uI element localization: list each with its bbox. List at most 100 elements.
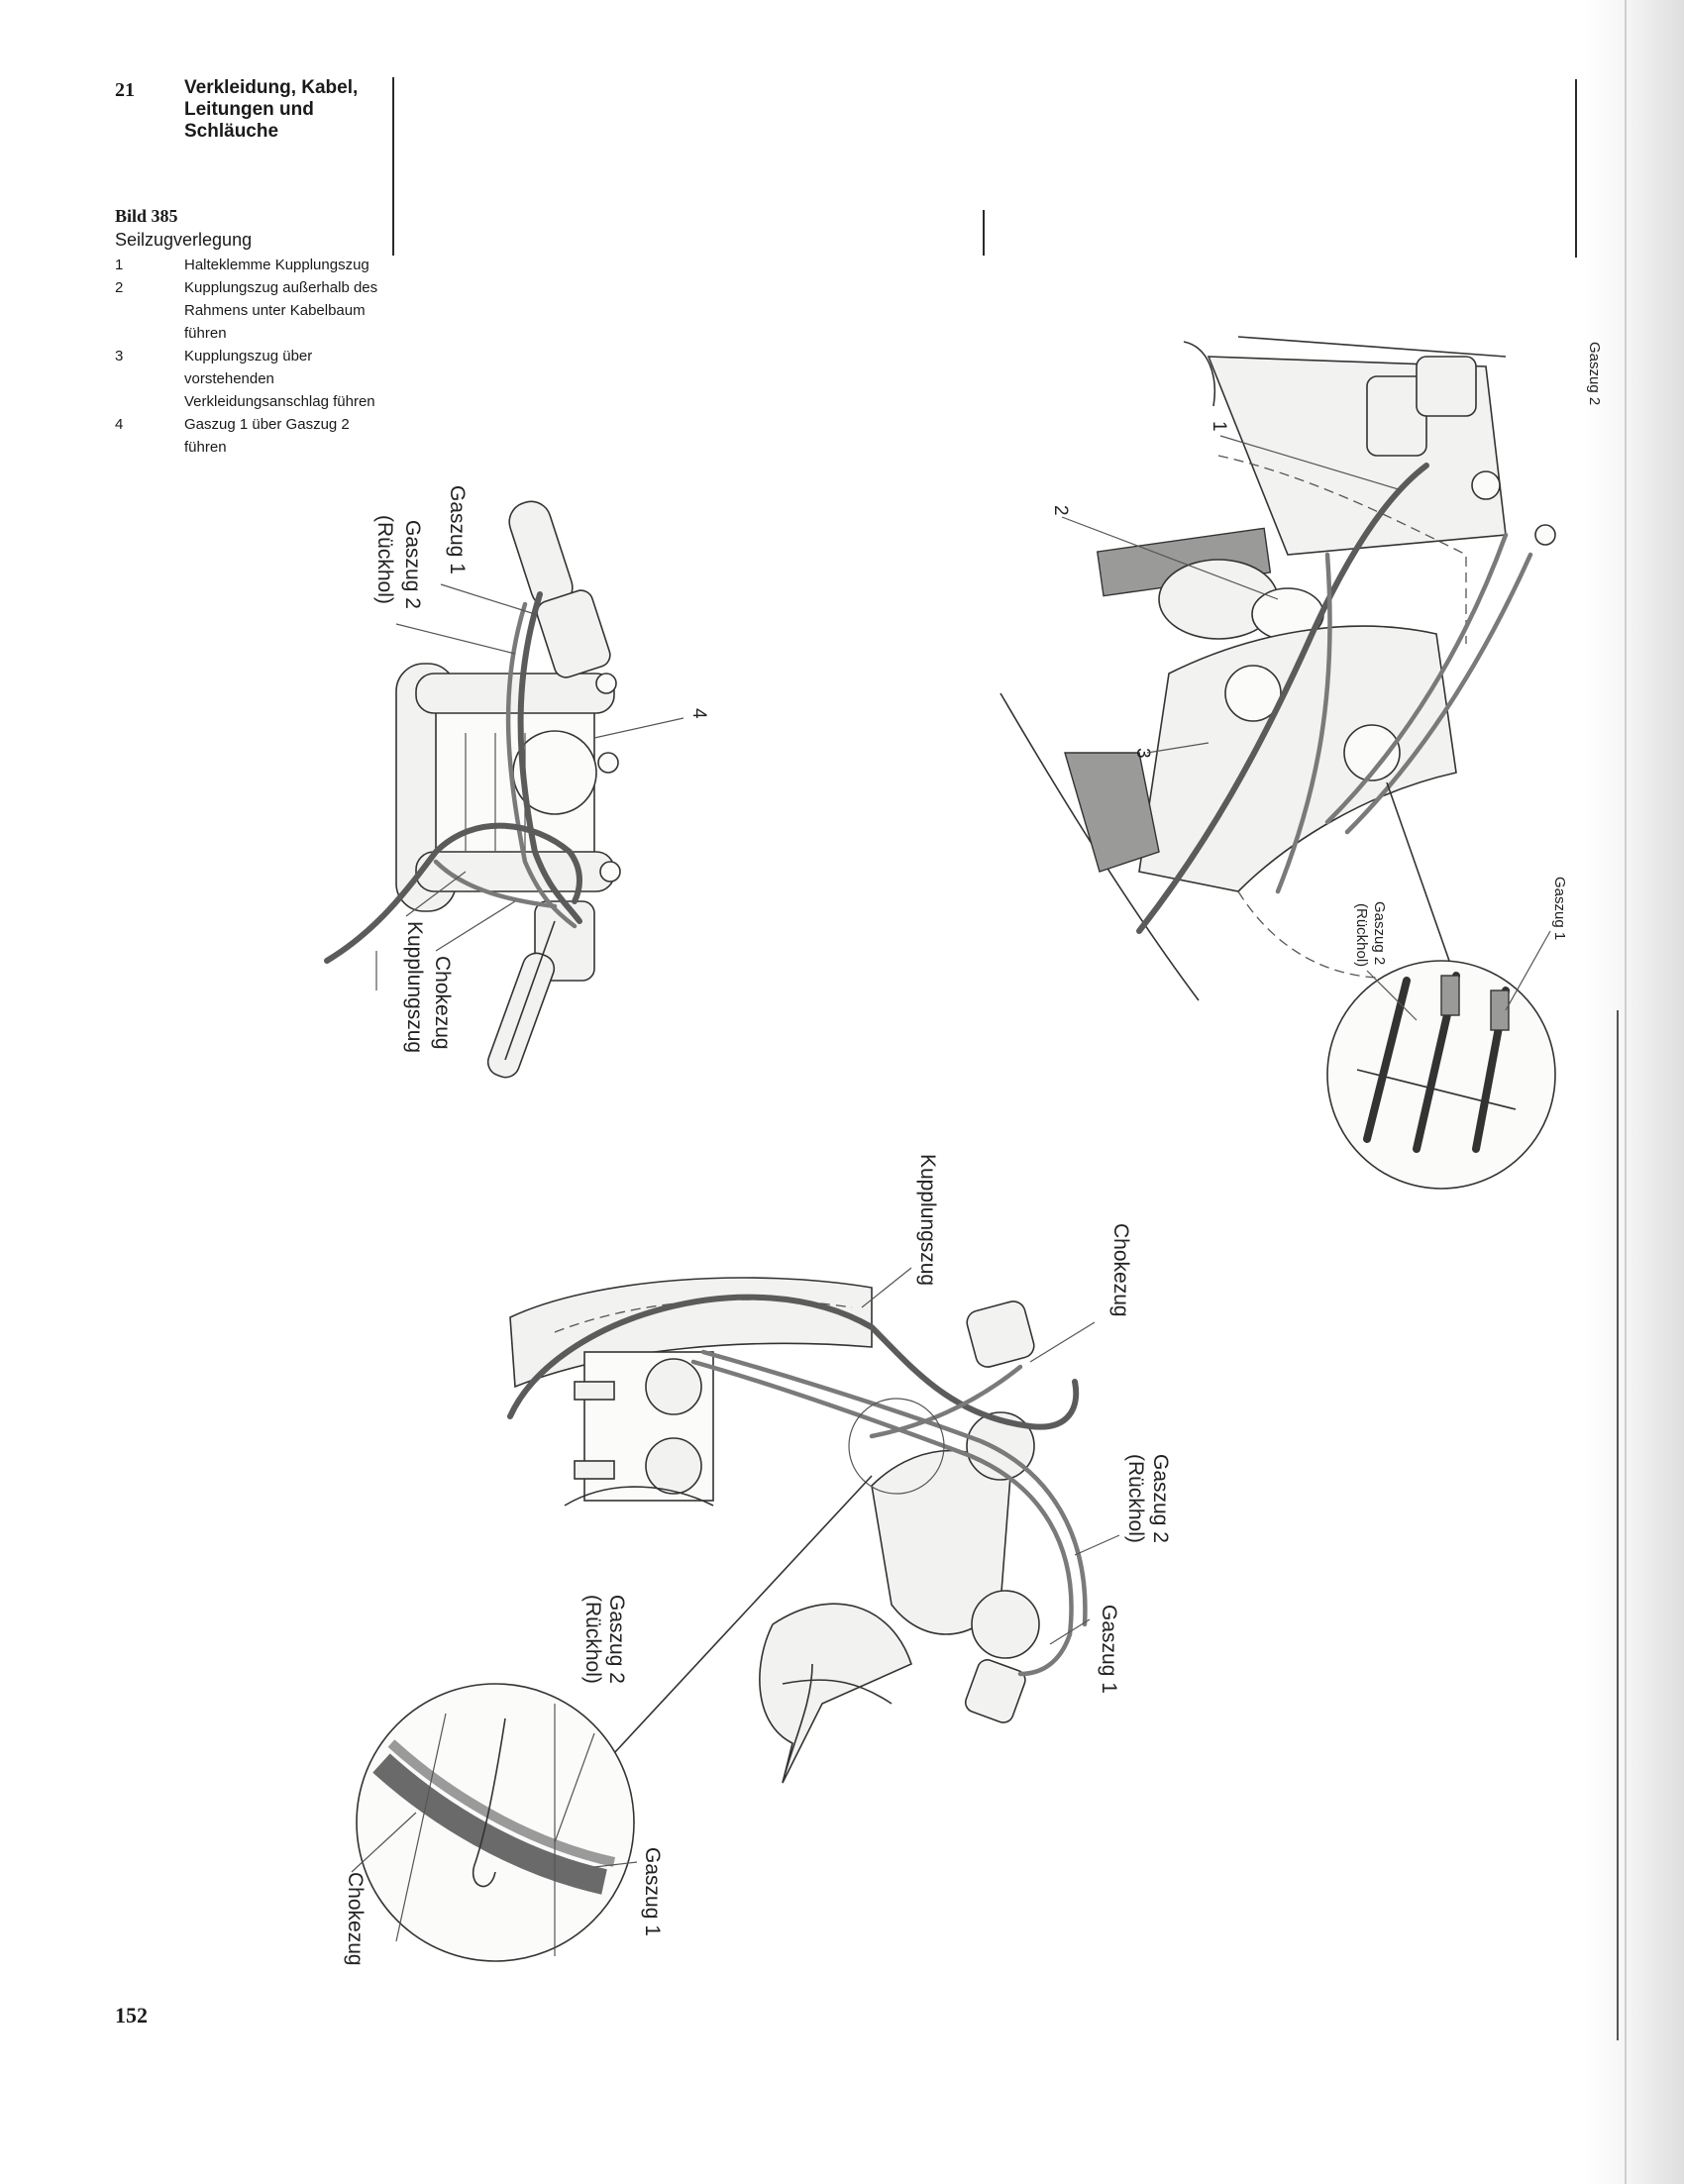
- legend-text: Halteklemme Kupplungszug: [184, 257, 369, 273]
- kupplungszug-cable-frame: [1136, 463, 1429, 934]
- kupplungszug-cable: [324, 822, 582, 964]
- leader-line: [1049, 1618, 1091, 1645]
- label-gaszug-1-detail: Gaszug 1: [1551, 877, 1568, 940]
- leader-line: [1074, 1534, 1120, 1556]
- leader-line: [1505, 930, 1551, 1011]
- throttle-assembly-drawing: Gaszug 1 Gaszug 2 (Rückhol) 4 Chokezug K…: [324, 485, 709, 1079]
- chokezug-cable-bottom: [869, 1364, 1023, 1439]
- frame-hole: [1224, 665, 1282, 722]
- bolt: [597, 752, 619, 774]
- carb-bore: [645, 1358, 702, 1415]
- callout-2: 2: [1050, 505, 1071, 516]
- label-gaszug-2-detail-bottom: Gaszug 2: [605, 1595, 628, 1684]
- choke-knob: [966, 1300, 1035, 1368]
- page-number: 152: [115, 2003, 148, 2028]
- label-gaszug-2-top: Gaszug 2: [1586, 342, 1603, 405]
- label-kupplungszug: Kupplungszug: [403, 921, 426, 1053]
- frame-side-panel: [1138, 625, 1457, 892]
- throttle-housing: [536, 589, 611, 678]
- figure-title: Bild 385: [115, 206, 178, 226]
- detail-cable: [1363, 977, 1411, 1143]
- legend-item: 2 Kupplungszug außerhalb des Rahmens unt…: [115, 276, 382, 345]
- hidden-edge: [1237, 890, 1437, 979]
- legend-text: Kupplungszug außerhalb des Rahmens unter…: [184, 279, 378, 342]
- throttle-cable-end: [964, 1659, 1026, 1723]
- outline: [564, 1486, 714, 1507]
- cable-pulley: [971, 1590, 1040, 1659]
- legend-item: 1 Halteklemme Kupplungszug: [115, 254, 382, 276]
- leader-line: [861, 1267, 912, 1308]
- carb-bore: [645, 1437, 702, 1495]
- outline: [782, 1663, 813, 1784]
- magnifier-connector: [1386, 781, 1457, 982]
- outline: [1237, 336, 1507, 358]
- header-rule-middle: [983, 210, 985, 256]
- label-rueckhol: (Rückhol): [373, 515, 396, 604]
- leader-line: [593, 1861, 638, 1868]
- label-gaszug-2-bottom: Gaszug 2: [1149, 1454, 1172, 1543]
- legend-item: 4 Gaszug 1 über Gaszug 2 führen: [115, 413, 382, 459]
- label-chokezug: Chokezug: [431, 956, 454, 1050]
- label-gaszug-1: Gaszug 1: [446, 485, 469, 574]
- carb-linkage: [574, 1460, 615, 1480]
- page-gutter-shadow: [1625, 0, 1627, 2184]
- leader-line: [440, 583, 536, 615]
- label-rueckhol-detail: (Rückhol): [1353, 903, 1370, 967]
- legend-item: 3 Kupplungszug über vorstehenden Verklei…: [115, 345, 382, 413]
- carb-linkage: [574, 1381, 615, 1401]
- legend-number: 2: [115, 279, 124, 296]
- legend-number: 3: [115, 348, 124, 364]
- outline: [1183, 341, 1215, 407]
- detail-line: [395, 1713, 447, 1942]
- leader-line: [554, 1732, 595, 1843]
- figure-legend: 1 Halteklemme Kupplungszug 2 Kupplungszu…: [115, 254, 382, 459]
- label-gaszug-2: Gaszug 2: [401, 520, 424, 609]
- harness-cable: [1275, 552, 1332, 894]
- detail-cable-thick: [372, 1753, 607, 1895]
- gaszug-cable-frame: [1324, 532, 1509, 825]
- header-rule-right: [1575, 79, 1577, 258]
- carburettor-routing-drawing: Kupplungszug Chokezug Gaszug 2 (Rückhol)…: [344, 1154, 1172, 1966]
- leader-line: [593, 717, 684, 739]
- leader-line: [1146, 742, 1210, 754]
- callout-4: 4: [688, 708, 709, 719]
- leader-line: [351, 1812, 417, 1873]
- leader-line: [405, 871, 467, 917]
- label-chokezug-detail-bottom: Chokezug: [344, 1872, 367, 1966]
- legend-number: 4: [115, 416, 124, 433]
- magnifier-connector: [613, 1475, 873, 1754]
- gaszug-1-cable-bottom: [690, 1359, 1074, 1677]
- bolt: [599, 861, 621, 883]
- leader-line: [435, 900, 516, 952]
- detail-choke-wire: [473, 1717, 506, 1888]
- legend-number: 1: [115, 257, 124, 273]
- label-gaszug-1-detail-bottom: Gaszug 1: [641, 1847, 664, 1936]
- label-chokezug-bottom: Chokezug: [1109, 1223, 1132, 1317]
- frame-hole: [1343, 724, 1401, 781]
- outline: [782, 1679, 893, 1705]
- detail-cable-thin: [387, 1739, 616, 1867]
- legend-text: Gaszug 1 über Gaszug 2 führen: [184, 416, 350, 456]
- leader-line: [1061, 516, 1279, 600]
- footer-rule-right: [1617, 1010, 1619, 2040]
- kupplungszug-cable-bottom: [507, 1294, 1080, 1430]
- label-kupplungszug-bottom: Kupplungszug: [916, 1154, 939, 1286]
- chapter-title: Verkleidung, Kabel, Leitungen und Schläu…: [184, 77, 359, 142]
- bolt: [595, 673, 617, 694]
- leader-line: [1219, 435, 1403, 491]
- callout-1: 1: [1209, 421, 1229, 432]
- detail-sleeve: [1490, 989, 1510, 1031]
- lever-arm: [504, 920, 556, 1061]
- header-rule-left: [392, 77, 394, 256]
- chokezug-cable: [433, 859, 558, 909]
- label-gaszug-1-bottom: Gaszug 1: [1098, 1605, 1120, 1694]
- figure-subtitle: Seilzugverlegung: [115, 230, 253, 250]
- callout-3: 3: [1132, 748, 1153, 759]
- gaszug-1-cable: [517, 591, 582, 924]
- detail-clip: [1356, 1069, 1517, 1110]
- hidden-edge: [1217, 455, 1467, 644]
- label-rueckhol-detail-bottom: (Rückhol): [581, 1595, 604, 1684]
- legend-text: Kupplungszug über vorstehenden Verkleidu…: [184, 348, 375, 410]
- throttle-body-top: [1416, 356, 1477, 417]
